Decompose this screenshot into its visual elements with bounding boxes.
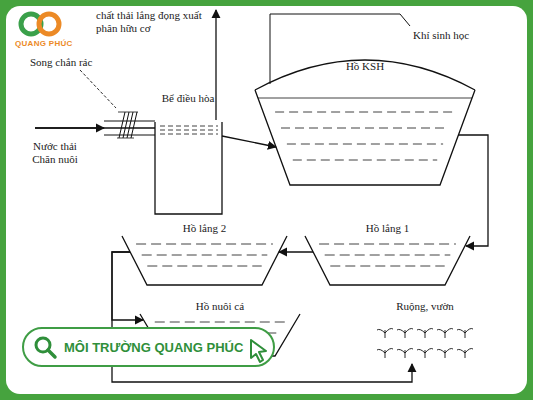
biogas-pond: Hồ KSH xyxy=(255,40,475,188)
node-label: Hồ KSH xyxy=(255,60,475,73)
equalization-tank-outline xyxy=(148,92,228,216)
node-label: Ruộng, vườn xyxy=(375,300,475,313)
output-note: chất thải lắng đọng xuất phân hữu cơ xyxy=(96,9,210,35)
flow-arrow xyxy=(112,252,143,320)
inlet-arrow xyxy=(35,127,104,128)
inlet-pipe xyxy=(35,127,155,128)
leader-line xyxy=(80,70,116,108)
watermark-badge: MÔI TRƯỜNG QUANG PHÚC xyxy=(22,327,275,367)
sludge-arrow xyxy=(215,10,216,120)
watermark-text: MÔI TRƯỜNG QUANG PHÚC xyxy=(64,340,243,355)
node-label: Bể điều hòa xyxy=(148,92,228,105)
equalization-tank: Bể điều hòa xyxy=(148,92,228,216)
node-label: Hồ lắng 2 xyxy=(122,222,287,235)
logo-text: QUANG PHÚC xyxy=(15,37,73,50)
settling-pond: Hồ lắng 2 xyxy=(122,222,287,287)
cursor-icon xyxy=(249,339,269,363)
flow-arrow xyxy=(279,251,313,252)
flow-arrow xyxy=(458,135,488,246)
settling-pond: Hồ lắng 1 xyxy=(305,222,470,287)
field-garden: Ruộng, vườn xyxy=(375,300,475,362)
node-label: Hồ lắng 1 xyxy=(305,222,470,235)
input-label: Nước thải Chăn nuôi xyxy=(26,140,84,166)
logo-symbol xyxy=(21,14,59,34)
screen-symbol xyxy=(117,112,138,138)
part-label: Song chắn rác xyxy=(30,56,92,69)
frame-inner xyxy=(6,6,527,394)
flow-arrow xyxy=(222,136,276,147)
node-label: Hồ nuôi cá xyxy=(140,300,300,313)
gas-label: Khí sinh học xyxy=(413,29,469,42)
search-icon xyxy=(32,334,58,360)
